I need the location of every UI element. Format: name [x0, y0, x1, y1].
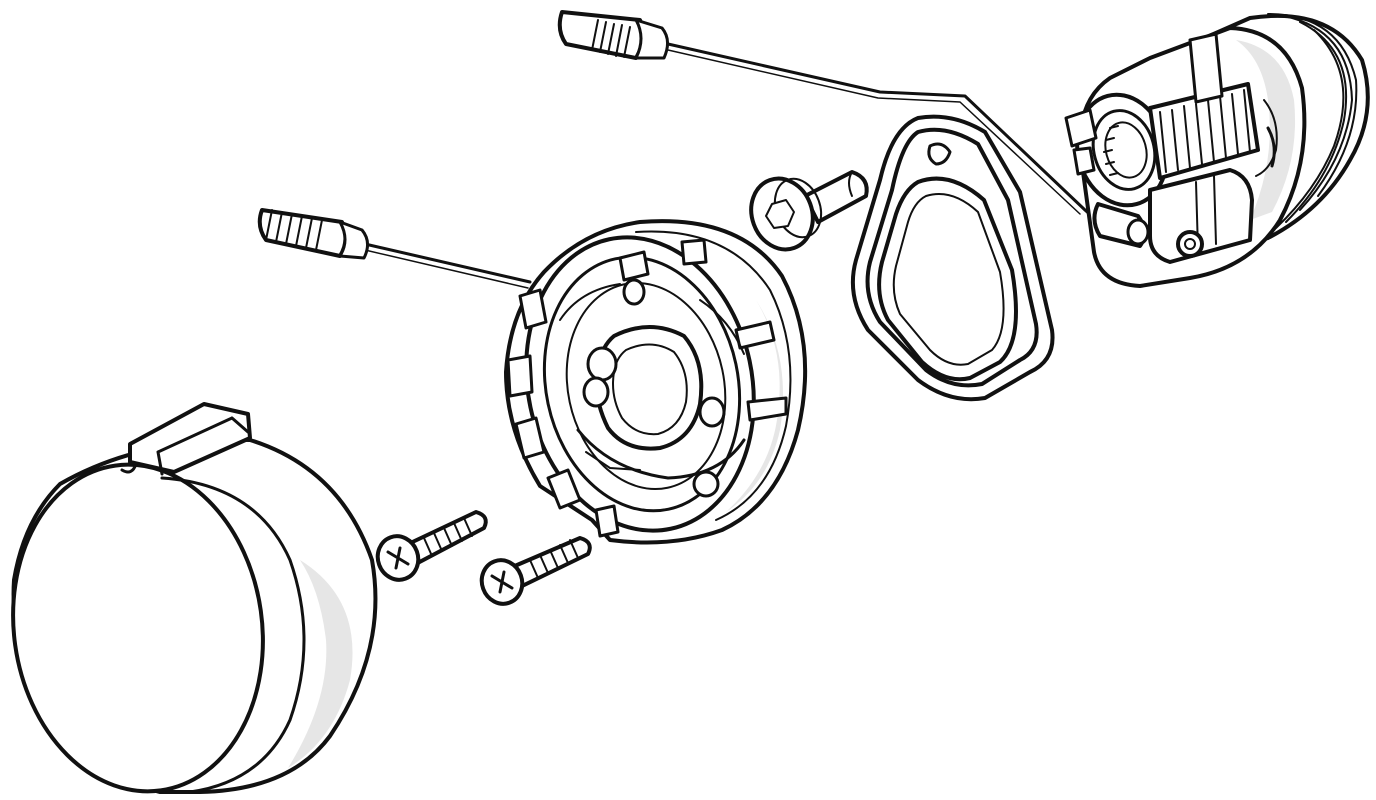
screw-lower: [479, 536, 592, 606]
triangular-gasket: [850, 114, 1055, 402]
cable-left: [257, 208, 532, 289]
cable-top-connector-icon: [557, 10, 669, 60]
hex-bolt: [749, 170, 869, 252]
cover-cap: [11, 402, 378, 794]
hex-socket-icon: [765, 199, 795, 229]
retaining-ring: [504, 219, 808, 545]
cable-left-connector-icon: [257, 208, 369, 260]
screw-upper: [375, 510, 488, 582]
valve-cartridge: [1064, 13, 1370, 288]
